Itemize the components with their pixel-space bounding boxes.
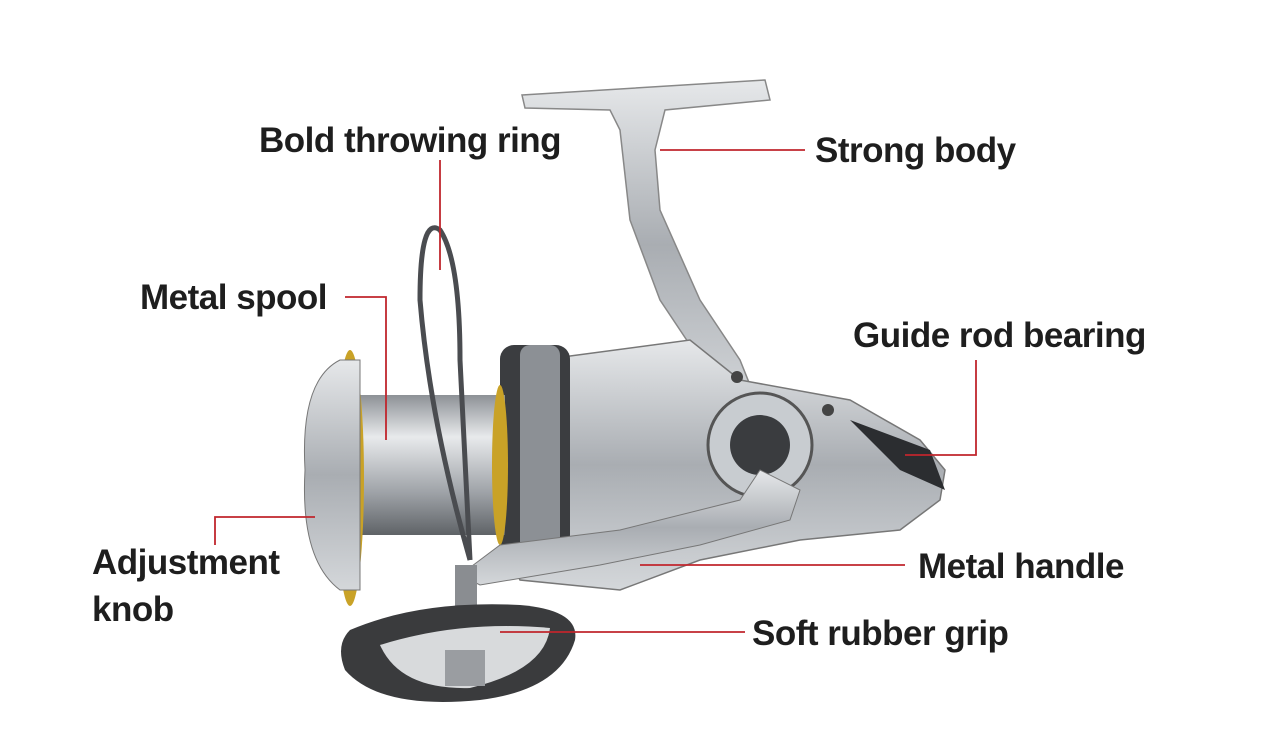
label-metal-spool: Metal spool xyxy=(140,278,328,317)
label-strong-body: Strong body xyxy=(815,131,1016,170)
label-adjustment-knob-line1: Adjustment xyxy=(92,543,280,582)
label-bold-throwing-ring: Bold throwing ring xyxy=(259,121,562,160)
bail-wire xyxy=(417,225,473,561)
reel-body xyxy=(499,339,946,591)
handle-knob xyxy=(341,604,576,702)
label-metal-handle: Metal handle xyxy=(918,547,1124,586)
label-adjustment-knob-line2: knob xyxy=(92,590,174,629)
label-guide-rod-bearing: Guide rod bearing xyxy=(853,316,1146,355)
reel-rotor xyxy=(500,345,570,555)
leader-line-adjustment-knob xyxy=(214,516,315,545)
leader-line-guide-rod-bearing xyxy=(905,360,977,456)
leader-line-metal-spool xyxy=(345,296,387,440)
label-soft-rubber-grip: Soft rubber grip xyxy=(752,614,1009,653)
spool xyxy=(303,350,508,606)
